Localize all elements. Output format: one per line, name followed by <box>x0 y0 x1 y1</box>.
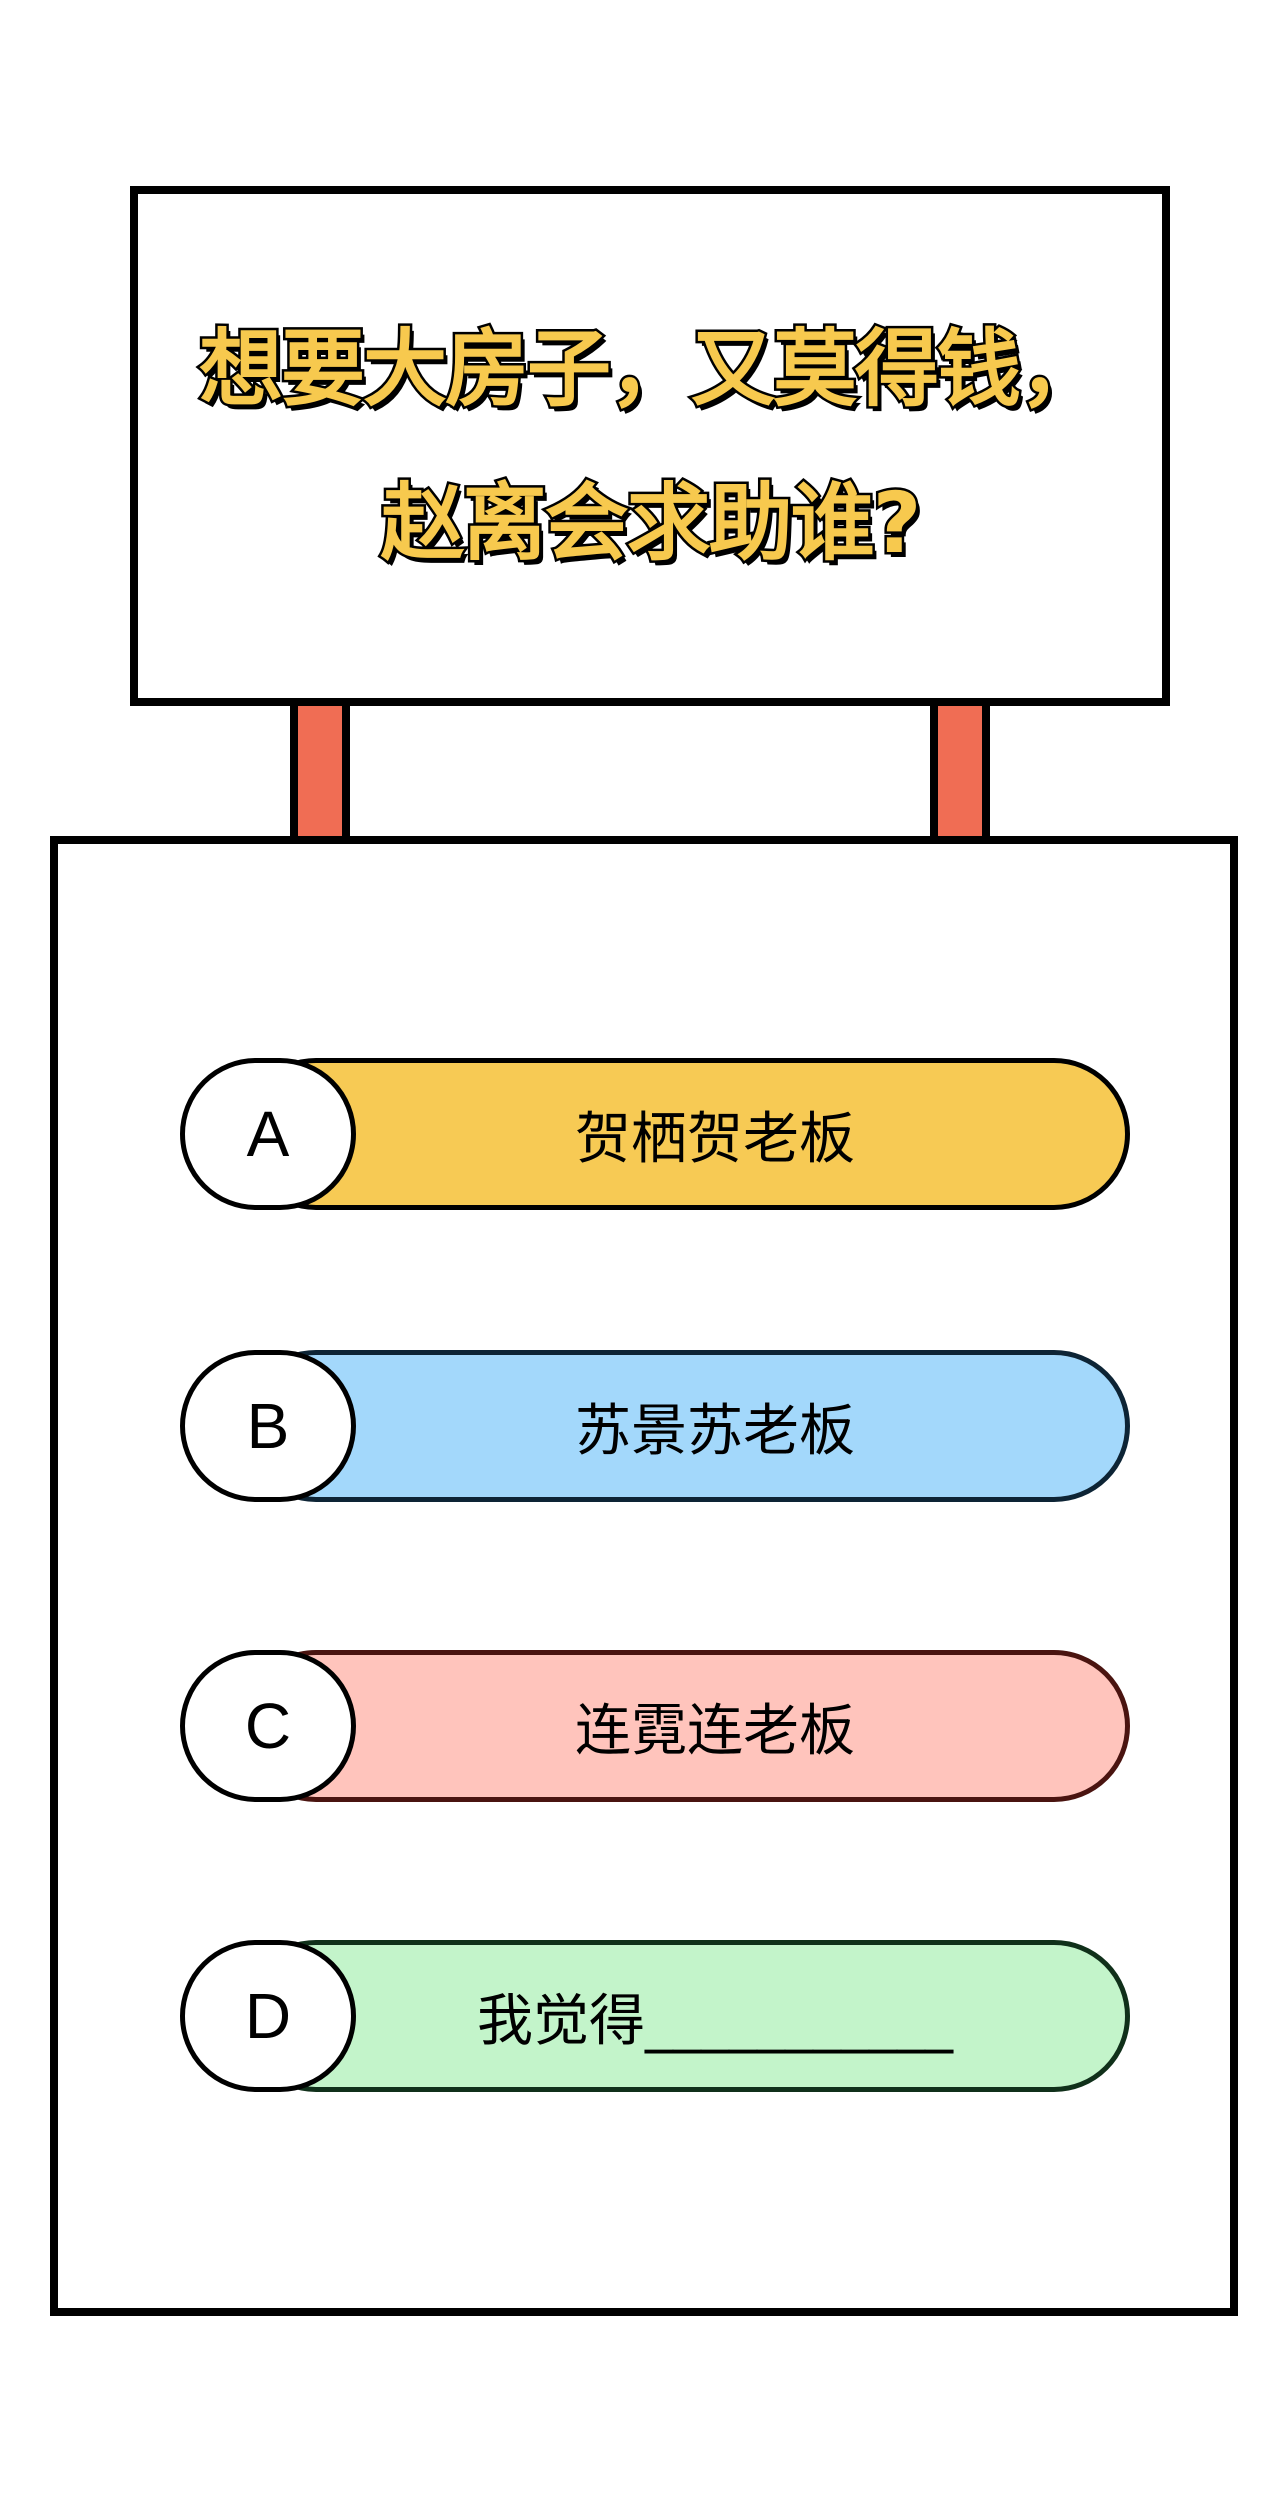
option-d-pill[interactable]: 我觉得___________ <box>240 1940 1130 2092</box>
option-a[interactable]: 贺栖贺老板 A <box>180 1058 1130 1210</box>
option-a-letter: A <box>180 1058 356 1210</box>
question-sign: 想要大房子，又莫得钱， 赵离会求助谁? <box>130 186 1170 706</box>
option-d-letter: D <box>180 1940 356 2092</box>
option-c[interactable]: 连霓连老板 C <box>180 1650 1130 1802</box>
option-c-text: 连霓连老板 <box>575 1698 855 1764</box>
option-b-pill[interactable]: 苏景苏老板 <box>240 1350 1130 1502</box>
question-line-1: 想要大房子，又莫得钱， <box>196 320 1105 418</box>
option-c-letter: C <box>180 1650 356 1802</box>
sign-post-right <box>930 706 990 842</box>
option-c-pill[interactable]: 连霓连老板 <box>240 1650 1130 1802</box>
option-d[interactable]: 我觉得___________ D <box>180 1940 1130 2092</box>
option-a-text: 贺栖贺老板 <box>575 1106 855 1172</box>
option-d-text: 我觉得___________ <box>477 1988 953 2054</box>
option-b[interactable]: 苏景苏老板 B <box>180 1350 1130 1502</box>
option-b-letter: B <box>180 1350 356 1502</box>
question-line-2: 赵离会求助谁? <box>378 474 924 572</box>
option-a-pill[interactable]: 贺栖贺老板 <box>240 1058 1130 1210</box>
sign-post-left <box>290 706 350 842</box>
option-b-text: 苏景苏老板 <box>575 1398 855 1464</box>
